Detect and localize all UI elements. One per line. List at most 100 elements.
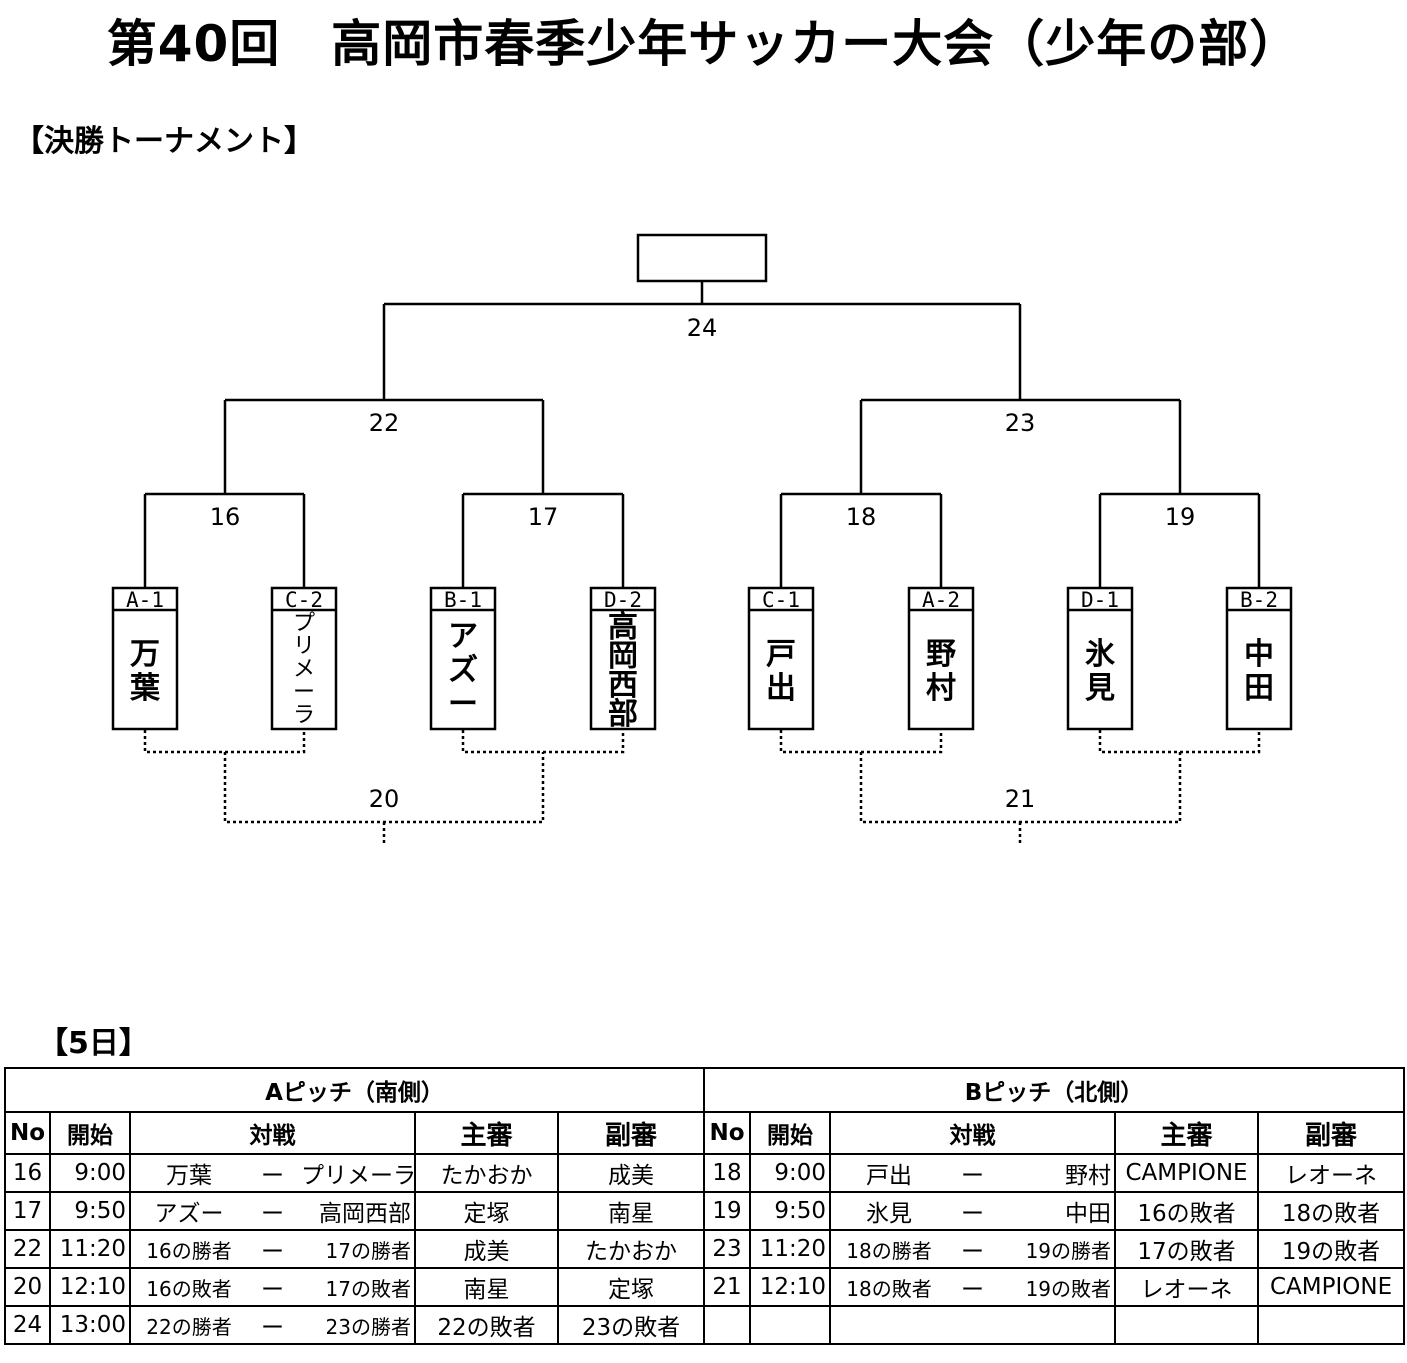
match-no-cell: 23	[703, 1229, 752, 1269]
team-name-char: 部	[608, 697, 638, 732]
match-cell: 18の勝者 ー 19の勝者	[829, 1229, 1117, 1269]
champion-box	[636, 233, 768, 283]
team-slot-box	[429, 586, 497, 731]
match-no-cell: 16	[4, 1153, 51, 1193]
referee-cell: CAMPIONE	[1114, 1153, 1260, 1193]
header-referee: 主審	[414, 1111, 559, 1155]
bracket-section-title: 【決勝トーナメント】	[14, 124, 314, 159]
match-number-20: 20	[369, 785, 400, 813]
line-qf-19	[1098, 492, 1261, 588]
table-row: 22 11:20 16の勝者 ー 17の勝者 成美 たかおか 23 11:20 …	[4, 1229, 1406, 1269]
assistant-cell: 18の敗者	[1257, 1191, 1406, 1231]
table-row: 20 12:10 16の敗者 ー 17の敗者 南星 定塚 21 12:10 18…	[4, 1267, 1406, 1307]
team-1: 22の勝者	[146, 1314, 232, 1339]
team-slot: B-2中田	[1225, 586, 1293, 731]
team-2: 中田	[1065, 1201, 1112, 1227]
team-slot-box	[589, 586, 657, 731]
team-1: 18の敗者	[846, 1276, 932, 1301]
team-name-char: 万	[130, 637, 160, 672]
match-number-24: 24	[687, 314, 718, 342]
team-name-char: 見	[1085, 671, 1115, 706]
table-row: 17 9:50 アズー ー 高岡西部 定塚 南星 19 9:50 氷見 ー 中田	[4, 1191, 1406, 1231]
line-qf-16	[143, 492, 306, 588]
header-start: 開始	[49, 1111, 131, 1155]
team-slot-code: B-2	[1240, 588, 1278, 612]
team-slot-box	[1066, 586, 1134, 731]
team-slots: A-1万葉C-2プリメーラB-1アズーD-2高岡西部C-1戸出A-2野村D-1氷…	[111, 586, 1293, 732]
referee-cell: レオーネ	[1114, 1267, 1260, 1307]
match-cell: 16の勝者 ー 17の勝者	[129, 1229, 416, 1269]
match-no-cell: 22	[4, 1229, 51, 1269]
team-1: 16の勝者	[146, 1238, 232, 1263]
team-slot-box	[111, 586, 179, 731]
team-name-char: 葉	[129, 671, 161, 706]
match-cell: 氷見 ー 中田	[829, 1191, 1117, 1231]
header-assistant: 副審	[1257, 1111, 1406, 1155]
match-no-cell	[703, 1305, 752, 1345]
start-time-cell: 9:00	[749, 1153, 832, 1193]
header-match: 対戦	[829, 1111, 1117, 1155]
versus-dash: ー	[261, 1239, 284, 1265]
versus-dash: ー	[261, 1277, 284, 1303]
header-referee: 主審	[1114, 1111, 1260, 1155]
team-slot: A-2野村	[907, 586, 975, 731]
match-cell: 16の敗者 ー 17の敗者	[129, 1267, 416, 1307]
start-time-cell: 12:10	[749, 1267, 832, 1307]
team-name-char: ー	[293, 680, 315, 705]
match-cell: 22の勝者 ー 23の勝者	[129, 1305, 416, 1345]
table-row: 16 9:00 万葉 ー プリメーラ たかおか 成美 18 9:00 戸出 ー …	[4, 1153, 1406, 1193]
match-number-17: 17	[528, 503, 559, 531]
start-time-cell: 12:10	[49, 1267, 131, 1307]
referee-cell: 成美	[414, 1229, 559, 1269]
line-consolation-21	[779, 730, 1261, 846]
versus-dash: ー	[261, 1315, 284, 1341]
team-name-char: メ	[293, 657, 315, 682]
team-1: 18の勝者	[846, 1238, 932, 1263]
match-no-cell: 17	[4, 1191, 51, 1231]
header-no: No	[4, 1111, 51, 1155]
line-qf-18	[779, 492, 943, 588]
schedule-rows: 16 9:00 万葉 ー プリメーラ たかおか 成美 18 9:00 戸出 ー …	[4, 1153, 1406, 1345]
referee-cell: たかおか	[414, 1153, 559, 1193]
team-2: 高岡西部	[319, 1201, 411, 1227]
referee-cell: 定塚	[414, 1191, 559, 1231]
day-section-title: 【5日】	[38, 1026, 149, 1061]
team-slot-box	[747, 586, 815, 731]
team-name-char: ー	[448, 687, 478, 722]
team-1: 氷見	[866, 1201, 913, 1227]
assistant-cell: 成美	[556, 1153, 706, 1193]
match-number-21: 21	[1005, 785, 1036, 813]
team-1: 16の敗者	[146, 1276, 232, 1301]
match-no-cell: 21	[703, 1267, 752, 1307]
referee-cell: 22の敗者	[414, 1305, 559, 1345]
team-2: 17の敗者	[325, 1276, 411, 1301]
line-semi-23	[859, 398, 1182, 494]
match-cell: アズー ー 高岡西部	[129, 1191, 416, 1231]
team-name-char: 西	[608, 668, 638, 703]
line-semi-22	[223, 398, 545, 494]
team-name-char: 野	[926, 637, 956, 672]
start-time-cell: 9:50	[49, 1191, 131, 1231]
team-name-char: ラ	[293, 703, 315, 728]
line-final	[382, 281, 1022, 400]
match-no-cell: 18	[703, 1153, 752, 1193]
start-time-cell: 13:00	[49, 1305, 131, 1345]
assistant-cell: レオーネ	[1257, 1153, 1406, 1193]
team-name-char: 岡	[608, 639, 638, 674]
team-slot-code: C-1	[762, 588, 800, 612]
match-number-22: 22	[369, 409, 400, 437]
line-qf-17	[461, 492, 625, 588]
start-time-cell: 9:50	[749, 1191, 832, 1231]
team-2: 23の勝者	[325, 1314, 411, 1339]
versus-dash: ー	[961, 1163, 985, 1189]
team-name-char: ズ	[448, 653, 478, 688]
team-name-char: 出	[766, 671, 796, 706]
versus-dash: ー	[261, 1163, 284, 1189]
team-slot-box	[270, 586, 338, 731]
team-slot-code: A-1	[126, 588, 164, 612]
team-name-char: プ	[293, 611, 315, 636]
match-cell: 万葉 ー プリメーラ	[129, 1153, 416, 1193]
versus-dash: ー	[961, 1201, 985, 1227]
